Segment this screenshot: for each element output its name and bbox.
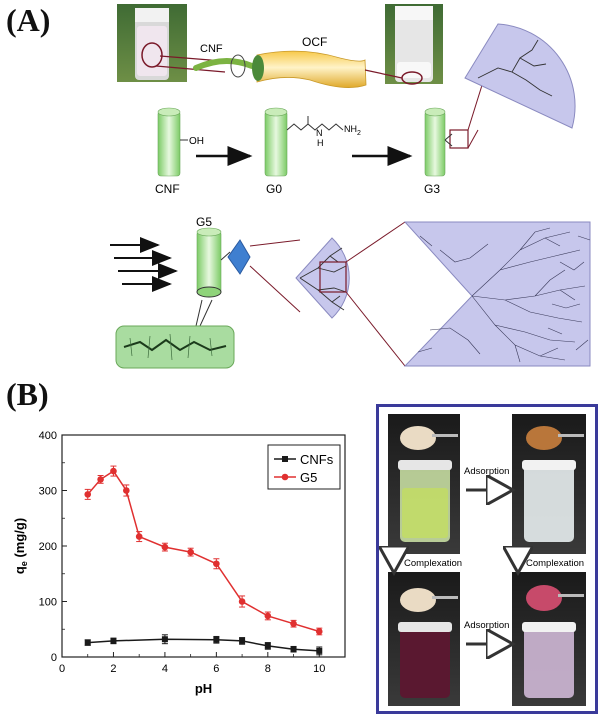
cnf-bottom-label: CNF: [155, 182, 180, 196]
panel-a-label: (A): [6, 2, 51, 38]
data-point-g5: [161, 543, 169, 551]
y-tick-label: 100: [39, 597, 57, 609]
photo-cnf-gel-yellow: [388, 414, 460, 554]
y-tick-label: 400: [39, 430, 57, 442]
g0-nh2-label: NH2: [344, 124, 361, 137]
complexation-label-right: Complexation: [526, 558, 584, 569]
process-arrows: [110, 237, 178, 292]
ocf-label: OCF: [302, 35, 327, 49]
data-point-cnfs: [264, 642, 271, 649]
complexation-label-left: Complexation: [404, 558, 462, 569]
gel-vial-photo: [385, 4, 443, 85]
oh-label: OH: [189, 136, 204, 147]
photo-panel: Adsorption Adsorption Complexation Compl…: [376, 404, 598, 714]
g0-label: G0: [266, 182, 282, 196]
legend-box: [267, 444, 341, 490]
data-point-g5: [84, 491, 92, 498]
series-line-g5: [87, 470, 320, 633]
cnf-strand: [193, 58, 255, 71]
g5-zoom-box: [319, 261, 347, 293]
cnf-suspension-photo: [117, 4, 187, 82]
g0-chain-structure: [286, 116, 344, 131]
g0-n-label: N: [316, 128, 323, 138]
y-axis-label: qe (mg/g): [12, 518, 29, 574]
data-point-g5: [264, 612, 272, 620]
ocf-fiber: [256, 50, 367, 88]
cnf-top-label: CNF: [200, 43, 223, 55]
y-tick-label: 300: [39, 486, 57, 498]
data-point-cnfs: [84, 639, 91, 646]
cnf-cross-section-ring: [230, 54, 246, 78]
g5-dendron-medium: [295, 237, 350, 319]
data-point-cnfs: [290, 646, 297, 653]
y-tick-label: 200: [39, 541, 57, 553]
panel-a-schematic: CNF OCF OH CNF N H NH2 G0 G3 G5: [110, 4, 591, 369]
photo-cnf-gel-dark: [388, 572, 460, 706]
series-line-cnfs: [87, 638, 320, 652]
g0-h-label: H: [317, 138, 324, 148]
adsorption-label-bottom: Adsorption: [464, 620, 509, 631]
data-point-g5: [97, 476, 104, 483]
photo-after-adsorption-pink: [512, 572, 586, 706]
g5-dendron-large: [403, 221, 591, 367]
g5-blue-dendron: [227, 239, 251, 275]
x-tick-label: 4: [162, 663, 168, 675]
ocf-end-bundle: [252, 55, 264, 81]
g3-rod: [424, 110, 446, 177]
data-point-g5: [187, 548, 194, 556]
g5-rod: [196, 230, 222, 294]
x-tick-label: 0: [59, 663, 65, 675]
y-tick-label: 0: [51, 652, 57, 664]
legend-label-g5: G5: [300, 470, 317, 485]
legend-marker-g5: [281, 473, 289, 481]
data-point-g5: [290, 620, 297, 627]
x-tick-label: 6: [213, 663, 219, 675]
adsorption-label-top: Adsorption: [464, 466, 509, 477]
data-point-cnfs: [161, 636, 168, 643]
legend-marker-cnfs: [282, 456, 288, 462]
panel-b-label: (B): [6, 376, 49, 412]
x-axis-label: pH: [195, 681, 212, 696]
data-point-cnfs: [316, 647, 323, 654]
photo-after-adsorption-clear: [512, 414, 586, 554]
x-tick-label: 10: [313, 663, 325, 675]
dendrimer-branches: [417, 227, 591, 363]
g3-dendron-wedge: [464, 23, 576, 129]
data-point-cnfs: [110, 637, 117, 644]
data-point-cnfs: [213, 636, 220, 643]
x-tick-label: 8: [265, 663, 271, 675]
g5-base-highlight: [196, 286, 222, 298]
cnf-rod: [157, 110, 181, 177]
data-point-g5: [315, 628, 323, 635]
g5-label: G5: [196, 215, 212, 229]
data-point-g5: [123, 487, 130, 494]
legend-label-cnfs: CNFs: [300, 452, 334, 467]
data-point-cnfs: [239, 637, 246, 644]
data-point-g5: [135, 533, 143, 540]
data-point-g5: [238, 598, 246, 605]
g0-rod: [264, 110, 288, 177]
data-point-g5: [213, 560, 220, 568]
x-tick-label: 2: [110, 663, 116, 675]
g3-label: G3: [424, 182, 440, 196]
g3-zoom-box: [449, 129, 469, 149]
data-point-g5: [110, 467, 117, 475]
